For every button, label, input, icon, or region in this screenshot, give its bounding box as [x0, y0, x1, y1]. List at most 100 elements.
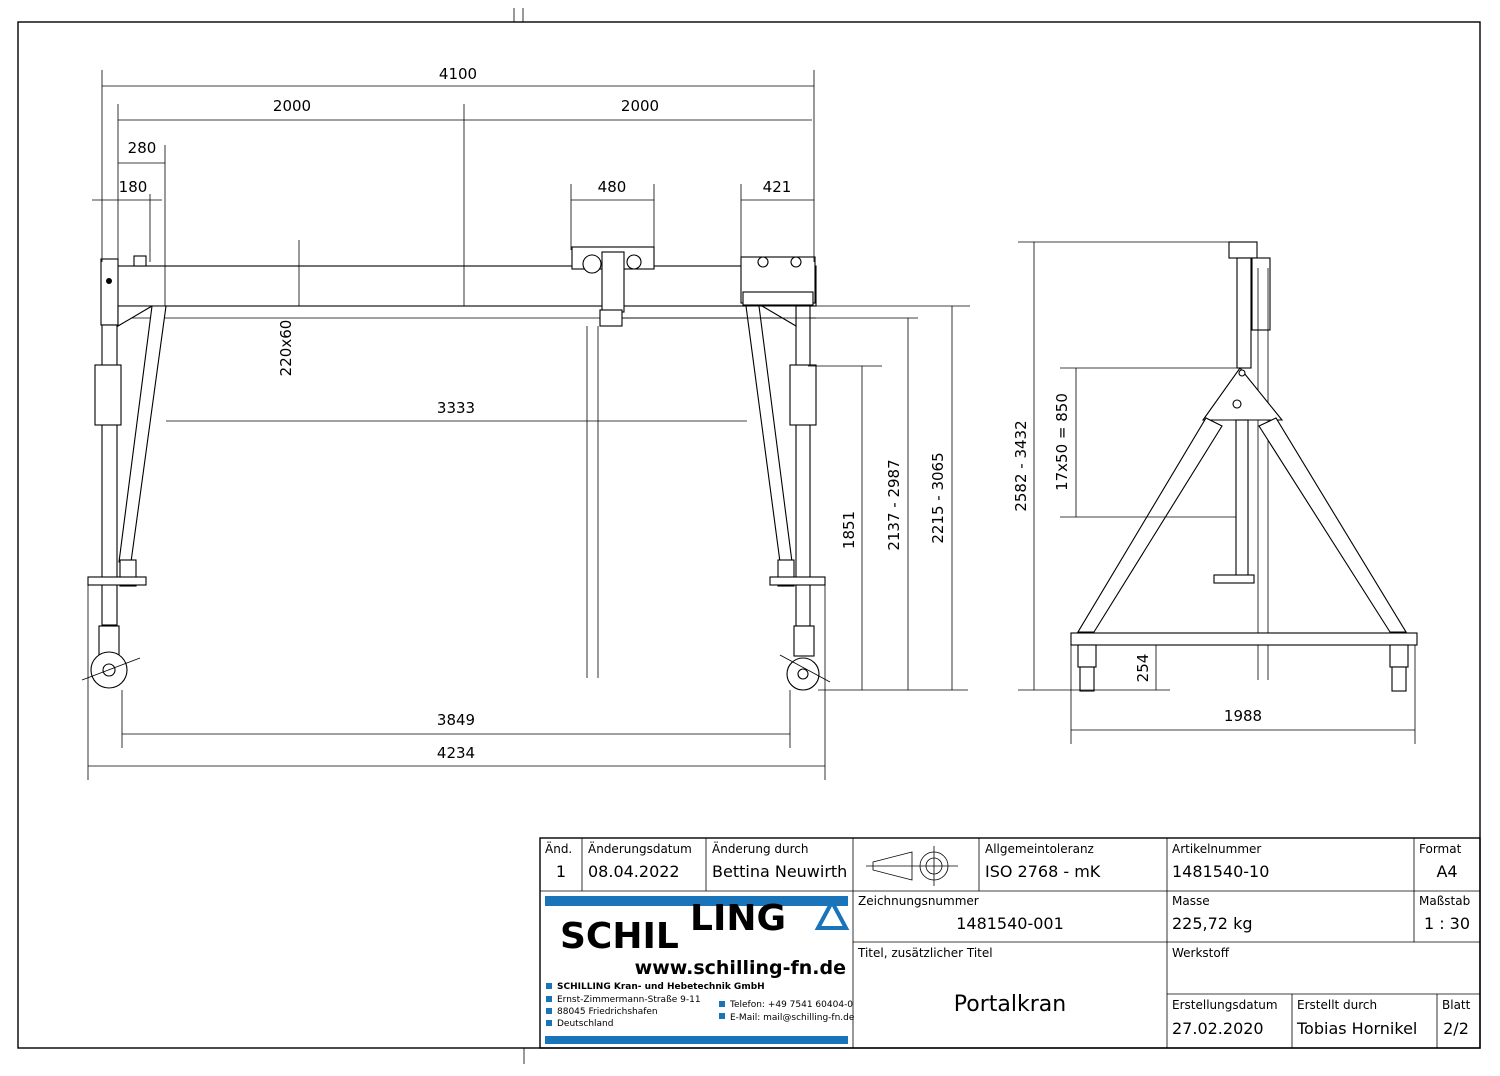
label-rev: Änd. [545, 841, 572, 856]
dim-1988: 1988 [1224, 707, 1262, 725]
logo-bar-bottom [545, 1036, 848, 1044]
label-drawing-no: Zeichnungsnummer [858, 894, 979, 908]
left-end-plate [100, 258, 119, 326]
bullet-icon [546, 983, 552, 989]
value-drawing-no: 1481540-001 [956, 914, 1064, 933]
dim-2582-3432: 2582 - 3432 [1012, 420, 1030, 511]
right-leg-diagonal [745, 305, 793, 563]
side-trolley-block [1251, 257, 1271, 331]
trolley-wheel [626, 254, 642, 270]
logo-text-right: LING [690, 898, 786, 939]
side-wheel-right [1391, 666, 1407, 692]
company-logo: SCHIL LING [545, 896, 850, 1044]
label-scale: Maßstab [1419, 894, 1470, 908]
company-name: SCHILLING Kran- und Hebetechnik GmbH [557, 982, 765, 992]
value-title: Portalkran [954, 992, 1066, 1017]
side-top-cap [1228, 241, 1258, 259]
side-base-bar [1070, 632, 1418, 646]
end-stop [133, 255, 147, 267]
warning-triangle-icon [814, 897, 850, 930]
side-leg-right [1258, 417, 1407, 633]
value-created-date: 27.02.2020 [1172, 1019, 1264, 1038]
bolt [106, 278, 112, 284]
bolt [757, 256, 769, 268]
label-rev-date: Änderungsdatum [588, 841, 692, 856]
logo-text-left: SCHIL [560, 916, 679, 957]
dim-254: 254 [1134, 654, 1152, 683]
bullet-icon [719, 1013, 725, 1019]
label-format: Format [1419, 842, 1462, 856]
value-created-by: Tobias Hornikel [1296, 1019, 1417, 1038]
bullet-icon [719, 1001, 725, 1007]
label-title: Titel, zusätzlicher Titel [857, 946, 993, 960]
trolley-hanger [601, 251, 625, 313]
value-format: A4 [1436, 862, 1457, 881]
value-rev: 1 [556, 862, 566, 881]
side-column-top [1236, 257, 1252, 369]
left-adjuster [94, 364, 122, 426]
value-rev-date: 08.04.2022 [588, 862, 680, 881]
company-country: Deutschland [557, 1019, 613, 1029]
title-block: Änd. Änderungsdatum Änderung durch Allge… [539, 837, 1481, 1049]
bullet-icon [546, 1020, 552, 1026]
logo-bar-top [545, 896, 848, 906]
label-mass: Masse [1172, 894, 1210, 908]
dim-480: 480 [598, 178, 627, 196]
value-tolerance: ISO 2768 - mK [985, 862, 1101, 881]
label-created-by: Erstellt durch [1297, 998, 1377, 1012]
value-article: 1481540-10 [1172, 862, 1269, 881]
side-wheel-left [1079, 666, 1095, 692]
label-sheet: Blatt [1442, 998, 1471, 1012]
side-caster-right [1389, 644, 1409, 668]
label-article: Artikelnummer [1172, 842, 1261, 856]
left-gusset [117, 305, 155, 327]
right-brake-lever [779, 654, 831, 683]
left-brake-lever [81, 657, 141, 681]
dim-4234: 4234 [437, 744, 475, 762]
drawing-frame [17, 21, 1481, 1049]
side-view: 2582 - 3432 17x50 = 850 254 1988 [1012, 241, 1418, 744]
company-url[interactable]: www.schilling-fn.de [635, 957, 846, 979]
dim-17x50: 17x50 = 850 [1053, 393, 1071, 491]
dim-2000-left: 2000 [273, 97, 311, 115]
right-caster-mount [793, 625, 815, 657]
bullet-icon [546, 996, 552, 1002]
company-street: Ernst-Zimmermann-Straße 9-11 [557, 995, 701, 1005]
front-view: 4100 2000 2000 280 180 480 421 220x60 33… [81, 65, 970, 780]
side-foot-plate [1213, 574, 1255, 584]
right-mount-plate [742, 291, 814, 306]
label-material: Werkstoff [1172, 946, 1230, 960]
label-rev-by: Änderung durch [712, 841, 809, 856]
dim-2000-right: 2000 [621, 97, 659, 115]
right-wheel-hub [797, 668, 809, 680]
dim-421: 421 [763, 178, 792, 196]
dim-3333: 3333 [437, 399, 475, 417]
side-inner-column [1235, 419, 1249, 583]
label-created-date: Erstellungsdatum [1172, 998, 1278, 1012]
bullet-icon [546, 1008, 552, 1014]
left-leg-diagonal [118, 305, 167, 563]
main-beam [103, 265, 817, 307]
dim-2137-2987: 2137 - 2987 [885, 459, 903, 550]
right-adjuster [789, 364, 817, 426]
bolt [790, 256, 802, 268]
left-crossbar [87, 576, 147, 586]
dim-2215-3065: 2215 - 3065 [929, 452, 947, 543]
dim-1851: 1851 [840, 511, 858, 549]
dim-4100: 4100 [439, 65, 477, 83]
trolley-wheel [582, 254, 602, 274]
hook-block [599, 309, 623, 327]
projection-symbol-icon [866, 846, 958, 886]
side-leg-left [1077, 417, 1223, 633]
right-crossbar [769, 576, 826, 586]
value-rev-by: Bettina Neuwirth [712, 862, 847, 881]
label-tolerance: Allgemeintoleranz [985, 842, 1094, 856]
company-city: 88045 Friedrichshafen [557, 1007, 658, 1017]
value-mass: 225,72 kg [1172, 914, 1253, 933]
dim-280: 280 [128, 139, 157, 157]
dim-3849: 3849 [437, 711, 475, 729]
company-email[interactable]: E-Mail: mail@schilling-fn.de [730, 1013, 855, 1023]
title-block-frame [539, 837, 1481, 1049]
bolt [1238, 369, 1246, 377]
